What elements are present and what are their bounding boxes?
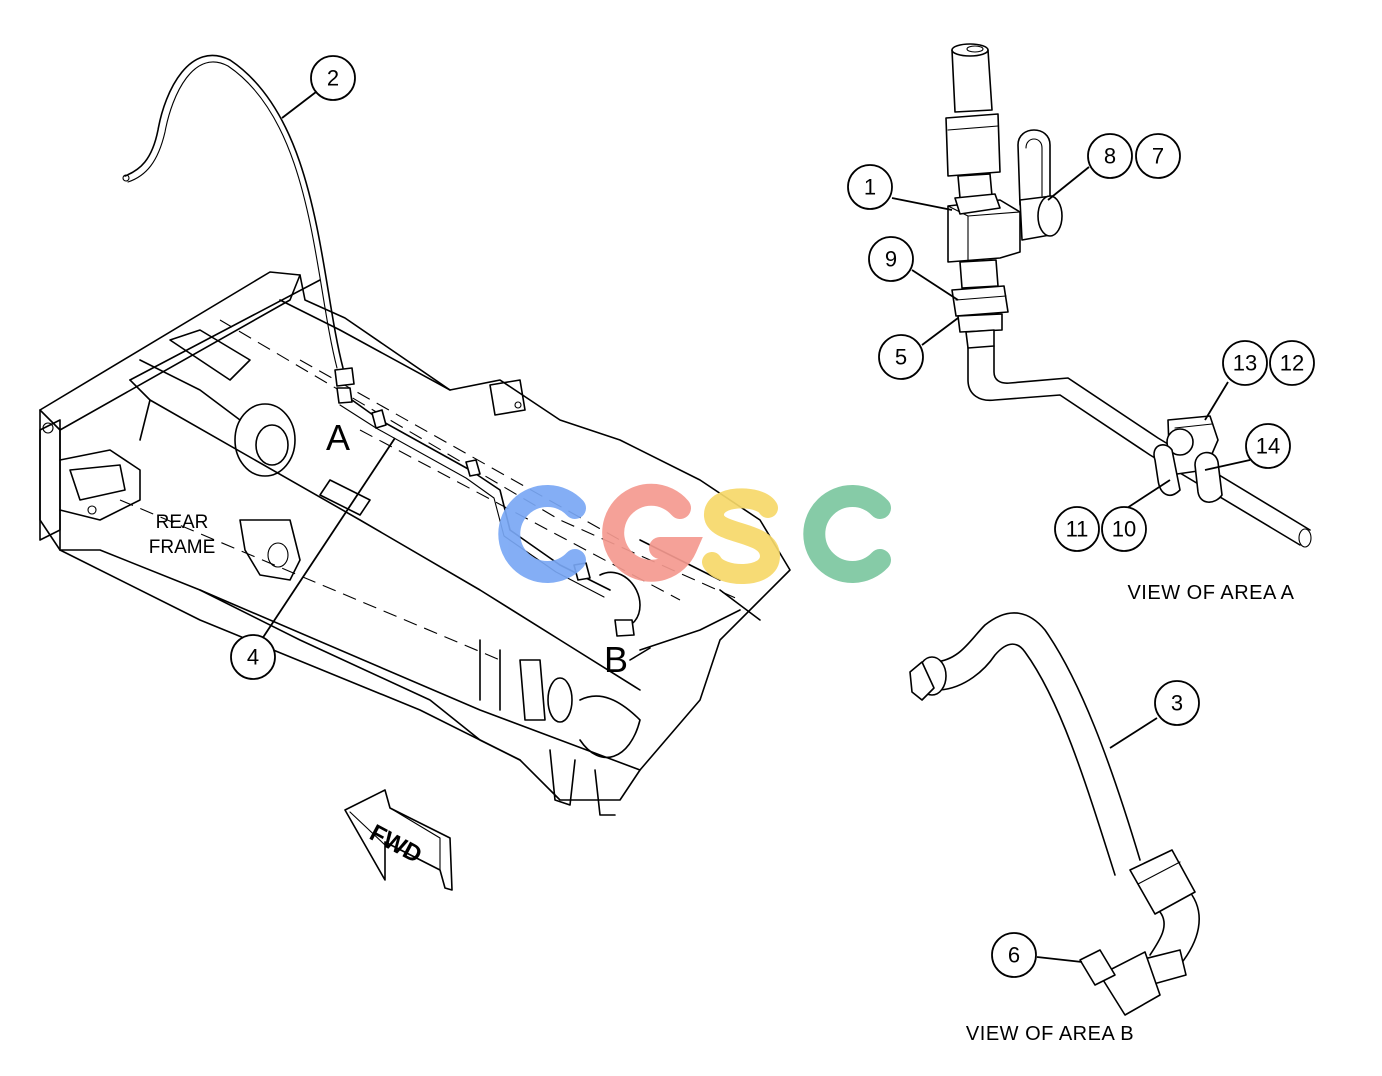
watermark-letter-c2 [803,485,891,583]
callout-10-label: 10 [1112,517,1136,542]
callout-10[interactable]: 10 [1101,506,1147,552]
view-area-b-drawing [909,612,1200,1016]
forward-direction-arrow: FWD [344,789,453,891]
rear-frame-drawing [39,54,791,816]
callout-3-label: 3 [1171,691,1183,716]
callout-4[interactable]: 4 [230,634,276,680]
callout-4-label: 4 [247,645,259,670]
callout-5-label: 5 [895,345,907,370]
callout-13-label: 13 [1233,351,1257,376]
view-area-b-caption: VIEW OF AREA B [966,1023,1134,1045]
callout-2[interactable]: 2 [310,55,356,101]
watermark-letter-c1 [498,485,586,583]
callout-1[interactable]: 1 [847,164,893,210]
callout-1-label: 1 [864,175,876,200]
view-area-a-caption: VIEW OF AREA A [1127,582,1294,604]
callout-7[interactable]: 7 [1135,133,1181,179]
callout-8-label: 8 [1104,144,1116,169]
callouts: 1 2 3 4 5 6 7 8 9 10 11 12 13 14 [230,55,1315,978]
callout-11[interactable]: 11 [1054,506,1100,552]
frame-label-line1: REAR [156,512,209,533]
callout-6-label: 6 [1008,943,1020,968]
callout-14[interactable]: 14 [1245,423,1291,469]
leader-lines [261,91,1251,963]
callout-3[interactable]: 3 [1154,680,1200,726]
callout-9[interactable]: 9 [868,236,914,282]
cgsc-watermark [498,483,891,584]
callout-6[interactable]: 6 [991,932,1037,978]
area-b-label: B [604,639,628,680]
watermark-letter-s [702,488,781,584]
callout-13[interactable]: 13 [1222,340,1268,386]
callout-9-label: 9 [885,247,897,272]
callout-7-label: 7 [1152,144,1164,169]
callout-14-label: 14 [1256,434,1280,459]
area-a-label: A [326,417,350,458]
callout-2-label: 2 [327,66,339,91]
watermark-letter-g [602,483,703,582]
callout-11-label: 11 [1066,517,1089,542]
callout-12-label: 12 [1280,351,1304,376]
callout-12[interactable]: 12 [1269,340,1315,386]
callout-8[interactable]: 8 [1087,133,1133,179]
callout-5[interactable]: 5 [878,334,924,380]
view-area-a-drawing [945,43,1312,548]
frame-label-line2: FRAME [149,537,216,558]
